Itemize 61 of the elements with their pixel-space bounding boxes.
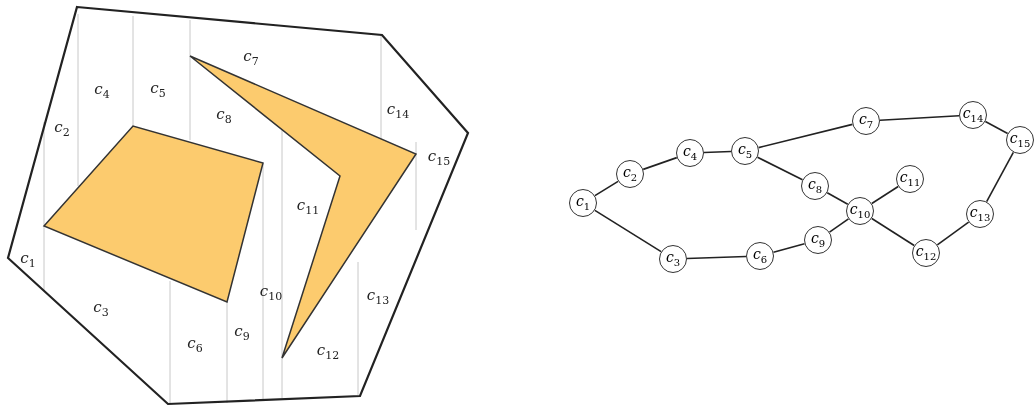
cell-label: c$_{5}$ — [150, 81, 166, 99]
graph-edge — [879, 115, 960, 121]
graph-edge — [772, 242, 806, 254]
graph-node-circle — [804, 226, 832, 254]
graph-node-circle — [1006, 126, 1034, 154]
graph-node-circle — [746, 242, 774, 270]
cell-label: c$_{14}$ — [386, 102, 410, 120]
graph-node-circle — [659, 245, 687, 273]
cell-label: c$_{10}$ — [259, 284, 283, 302]
node-label: c$_{3}$ — [665, 250, 681, 268]
node-label: c$_{4}$ — [682, 144, 698, 162]
node-label: c$_{14}$ — [962, 106, 984, 124]
graph-node-circle — [731, 137, 759, 165]
graph-edge — [936, 221, 970, 246]
graph-node-circle — [801, 172, 829, 200]
graph-node-circle — [912, 239, 940, 267]
graph-node-circle — [846, 197, 874, 225]
graph-edge — [642, 156, 678, 171]
node-label: c$_{11}$ — [899, 170, 921, 188]
cell-label: c$_{9}$ — [234, 324, 250, 342]
cell-label: c$_{8}$ — [216, 107, 232, 125]
graph-edge — [703, 150, 732, 154]
graph-node-circle — [966, 200, 994, 228]
cell-label: c$_{2}$ — [54, 120, 70, 138]
graph-edge — [828, 218, 850, 233]
graph-node-circle — [676, 139, 704, 167]
node-label: c$_{15}$ — [1009, 131, 1031, 149]
cell-label: c$_{12}$ — [316, 343, 340, 361]
node-label: c$_{1}$ — [575, 194, 591, 212]
node-label: c$_{5}$ — [737, 142, 753, 160]
graph-edge — [984, 120, 1009, 135]
cell-label: c$_{3}$ — [93, 300, 109, 318]
node-label: c$_{2}$ — [622, 165, 638, 183]
graph-edge — [985, 151, 1015, 203]
node-label: c$_{8}$ — [807, 177, 823, 195]
node-label: c$_{6}$ — [752, 247, 768, 265]
graph-edge — [756, 156, 804, 181]
graph-edge — [826, 192, 849, 205]
graph-edge — [757, 123, 854, 149]
graph-node-circle — [852, 107, 880, 135]
graph-edge — [686, 255, 747, 260]
cell-label: c$_{13}$ — [366, 288, 390, 306]
graph-edge — [871, 217, 915, 247]
node-label: c$_{7}$ — [858, 112, 874, 130]
graph-edge — [594, 209, 662, 253]
cell-label: c$_{6}$ — [187, 336, 203, 354]
graph-node-circle — [959, 101, 987, 129]
node-label: c$_{13}$ — [969, 205, 991, 223]
graph-node-circle — [616, 160, 644, 188]
cell-label: c$_{11}$ — [296, 198, 320, 216]
node-label: c$_{10}$ — [849, 202, 871, 220]
node-label: c$_{12}$ — [915, 244, 937, 262]
cell-label: c$_{15}$ — [427, 149, 451, 167]
cell-label: c$_{7}$ — [243, 49, 259, 67]
cell-label: c$_{4}$ — [94, 82, 110, 100]
graph-node-circle — [569, 189, 597, 217]
node-label: c$_{9}$ — [810, 231, 826, 249]
graph-node-circle — [896, 165, 924, 193]
graph-edge — [871, 185, 899, 205]
graph-edge — [594, 180, 619, 197]
cell-label: c$_{1}$ — [20, 251, 36, 269]
